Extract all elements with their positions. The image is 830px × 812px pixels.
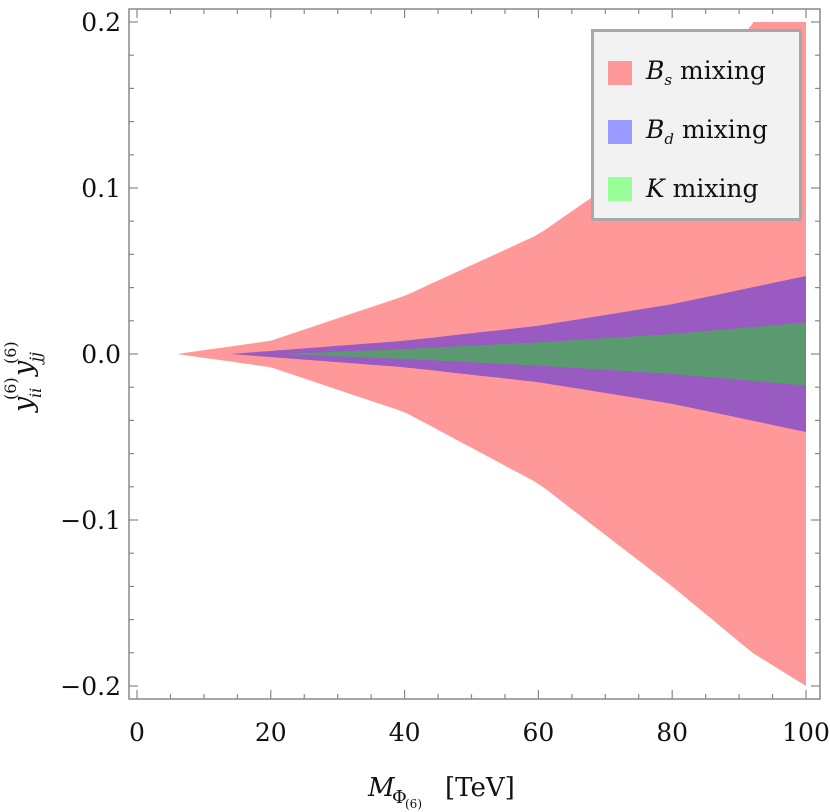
legend-item-bs: Bs mixing: [608, 56, 766, 89]
svg-text:ii: ii: [26, 388, 45, 398]
svg-text:(6): (6): [1, 341, 20, 364]
legend-item-bd: Bd mixing: [608, 115, 768, 148]
svg-text:[TeV]: [TeV]: [445, 773, 515, 803]
x-axis-label: M Φ (6) [TeV]: [367, 773, 515, 811]
svg-text:Φ: Φ: [392, 787, 407, 808]
svg-text:(6): (6): [1, 377, 20, 400]
legend: Bs mixing Bd mixing K mixing: [591, 29, 802, 221]
tick-labels: 0 20 40 60 80 100 0.2 0.1 0.0 −0.1 −0.2: [60, 8, 830, 747]
y-axis-label: y ii (6) y jj (6): [1, 341, 45, 413]
x-tick-label: 100: [782, 718, 830, 747]
legend-label-bd: Bd mixing: [646, 115, 768, 148]
legend-swatch-bd: [608, 119, 632, 144]
x-tick-label: 0: [129, 718, 145, 747]
svg-text:(6): (6): [405, 797, 422, 811]
x-tick-label: 80: [656, 718, 688, 747]
legend-item-k: K mixing: [608, 174, 759, 203]
svg-text:M: M: [367, 773, 396, 803]
svg-text:y: y: [8, 396, 39, 413]
legend-label-k: K mixing: [646, 174, 759, 203]
x-tick-label: 40: [389, 718, 421, 747]
y-tick-label: −0.2: [60, 672, 121, 701]
x-tick-label: 60: [522, 718, 554, 747]
legend-swatch-k: [608, 176, 632, 201]
y-tick-label: −0.1: [60, 506, 121, 535]
svg-text:y: y: [8, 360, 39, 377]
legend-label-bs: Bs mixing: [646, 56, 766, 89]
band-k-mixing: [284, 322, 806, 386]
y-tick-label: 0.0: [81, 340, 121, 369]
y-tick-label: 0.2: [81, 8, 121, 37]
legend-swatch-bs: [608, 60, 632, 85]
svg-text:jj: jj: [26, 352, 45, 365]
axis-ticks: [129, 9, 820, 699]
x-tick-label: 20: [255, 718, 287, 747]
y-tick-label: 0.1: [81, 174, 121, 203]
